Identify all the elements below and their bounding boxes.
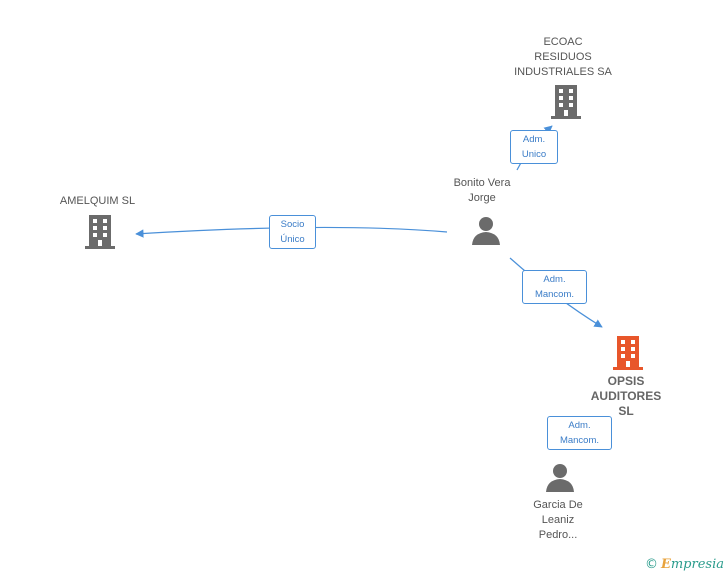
node-label-bonito: Bonito Vera Jorge bbox=[453, 177, 511, 204]
copyright-icon: © bbox=[644, 557, 658, 572]
edge-label-bonito-opsis[interactable]: Adm. Mancom. bbox=[522, 270, 587, 304]
building-icon[interactable] bbox=[613, 336, 643, 370]
edge-label-bonito-ecoac[interactable]: Adm. Unico bbox=[510, 130, 558, 164]
building-icon[interactable] bbox=[551, 85, 581, 119]
building-icon[interactable] bbox=[85, 215, 115, 249]
node-label-opsis: OPSIS AUDITORES SL bbox=[590, 374, 662, 418]
node-label-garcia: Garcia De Leaniz Pedro... bbox=[533, 499, 583, 541]
edge-label-bonito-amelquim[interactable]: Socio Único bbox=[269, 215, 316, 249]
empresia-logo: ©Empresia bbox=[644, 557, 724, 572]
person-icon[interactable] bbox=[471, 216, 501, 246]
node-label-amelquim: AMELQUIM SL bbox=[59, 195, 136, 207]
person-icon[interactable] bbox=[545, 463, 575, 493]
node-label-ecoac: ECOAC RESIDUOS INDUSTRIALES SA bbox=[514, 36, 612, 78]
edge-label-garcia-opsis[interactable]: Adm. Mancom. bbox=[547, 416, 612, 450]
